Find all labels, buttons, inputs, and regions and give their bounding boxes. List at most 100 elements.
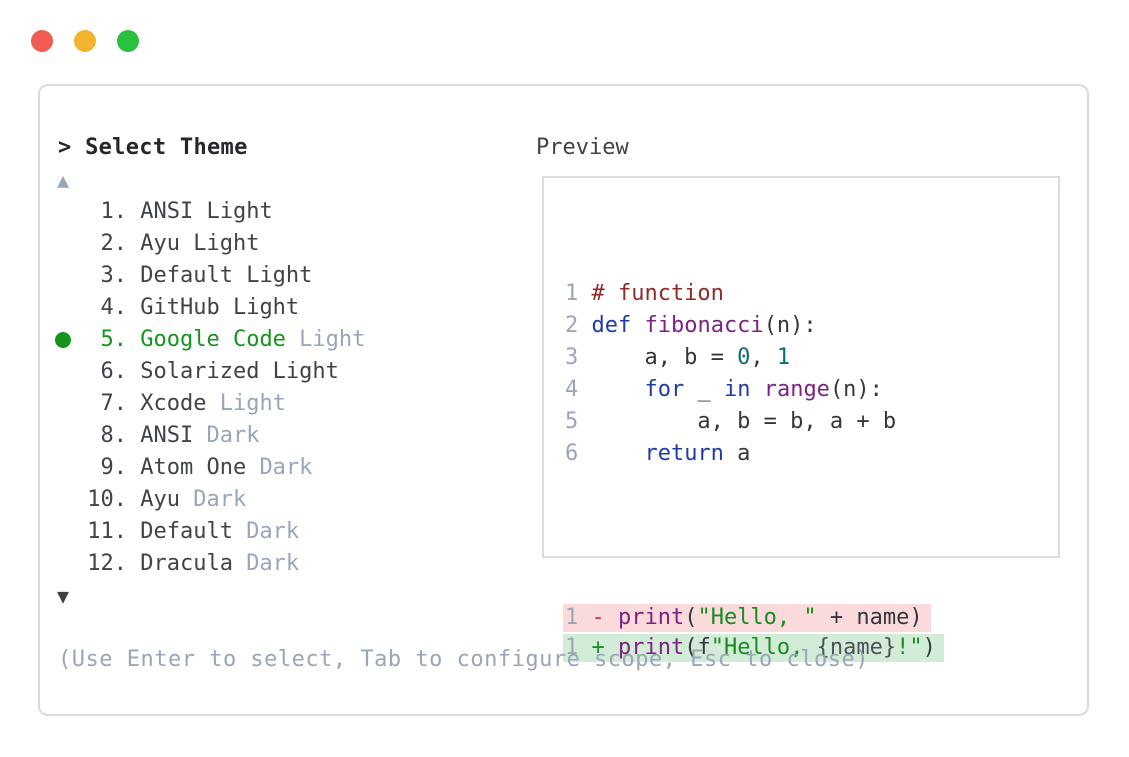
theme-item-name: Default Light [140,263,313,288]
selected-bullet-icon [55,332,71,348]
code-token: # function [591,281,724,306]
theme-item-number: 12. [87,551,127,576]
code-line: 3 a, b = 0, 1 [565,342,944,374]
theme-item-name: GitHub Light [140,295,300,320]
code-blank-line [565,520,944,552]
close-window-icon[interactable] [31,30,53,52]
code-token: - [591,605,618,630]
code-token: + [591,635,618,660]
code-token [750,377,763,402]
theme-item-number: 7. [100,391,128,416]
code-token: 1 [776,345,791,370]
line-number: 3 [565,345,579,370]
code-line: 6 return a [565,438,944,470]
theme-list-item[interactable]: 2.Ayu Light [58,228,365,260]
code-line: 5 a, b = b, a + b [565,406,944,438]
line-number: 6 [565,441,579,466]
theme-item-variant: Light [219,391,286,416]
scroll-down-icon[interactable]: ▼ [57,584,70,608]
code-token: fibonacci [644,313,764,338]
code-token: (n): [763,313,817,338]
preview-box: 1 # function 2 def fibonacci(n): 3 a, b = 0,… [542,176,1060,662]
theme-item-number: 1. [100,199,128,224]
theme-item-number: 4. [100,295,128,320]
code-token: return [644,441,724,466]
code-token: in [723,377,751,402]
theme-item-number: 8. [100,423,128,448]
code-token: !" [896,635,923,660]
code-token: print [617,605,685,630]
theme-item-name: Atom One [140,455,247,480]
minimize-window-icon[interactable] [74,30,96,52]
select-theme-prompt: > Select Theme [58,135,248,160]
theme-list-item[interactable]: 11. Default Dark [58,516,365,548]
code-token: + name) [816,605,923,630]
code-line: 4 for _ in range(n): [565,374,944,406]
theme-list-item[interactable]: 4. GitHub Light [58,292,365,324]
theme-list: 1. ANSI Light 2.Ayu Light 3. Default Light 4.… [55,196,366,580]
code-token: a [723,441,751,466]
code-token: _ [684,377,724,402]
code-line: 1 # function [565,278,944,310]
window-controls [31,30,139,52]
code-token: {name} [816,635,897,660]
code-token: "Hello, " [697,605,817,630]
theme-item-number: 10. [87,487,127,512]
theme-item-name: Dracula [140,551,233,576]
code-token: ) [922,635,936,660]
code-token: print [617,635,685,660]
theme-item-name: Xcode [140,391,207,416]
theme-list-item[interactable]: 12. Dracula Dark [58,548,365,580]
line-number: 4 [565,377,579,402]
code-token: ( [684,605,698,630]
theme-item-variant: Dark [259,455,313,480]
theme-list-item[interactable]: 3. Default Light [58,260,365,292]
preview-code: 1 # function 2 def fibonacci(n): 3 a, b = 0,… [563,228,944,714]
code-token: (f [684,635,711,660]
theme-list-item[interactable]: 9. Atom One Dark [58,452,365,484]
theme-item-number: 5. [100,327,128,352]
theme-item-variant: Dark [206,423,260,448]
code-token: "Hello, [710,635,817,660]
preview-code-lines: 1 # function 2 def fibonacci(n): 3 a, b = 0,… [565,278,944,470]
theme-item-number: 2. [100,231,128,256]
theme-item-variant: Dark [246,519,300,544]
theme-list-item[interactable]: 8. ANSI Dark [58,420,365,452]
theme-item-variant: Light [299,327,366,352]
code-token: range [763,377,830,402]
scroll-up-icon[interactable]: ▲ [57,168,70,192]
diff-line-removed: 1- print("Hello, " + name) [563,604,931,632]
maximize-window-icon[interactable] [117,30,139,52]
line-number: 1 [565,635,579,660]
code-token [591,441,644,466]
line-number: 5 [565,409,579,434]
help-text: (Use Enter to select, Tab to configure s… [58,647,869,672]
code-token: 0 [737,345,751,370]
code-token: a, b = [591,345,738,370]
preview-diff-lines: 1- print("Hello, " + name)1+ print(f"Hel… [563,604,944,662]
theme-list-item[interactable]: 1. ANSI Light [58,196,365,228]
code-token: , [750,345,777,370]
theme-item-name: Default [140,519,233,544]
theme-list-item[interactable]: 7. Xcode Light [58,388,365,420]
theme-item-variant: Dark [246,551,300,576]
code-token: for [644,377,685,402]
code-token: def [591,313,632,338]
line-number: 2 [565,313,579,338]
line-number: 1 [565,281,579,306]
theme-list-item[interactable]: 6.Solarized Light [58,356,365,388]
code-token [591,377,644,402]
theme-item-variant: Dark [193,487,247,512]
line-number: 1 [565,605,579,630]
code-token: a, b = b, a + b [591,409,897,434]
theme-item-number: 11. [87,519,127,544]
theme-item-number: 9. [100,455,128,480]
theme-item-name: ANSI [140,423,194,448]
preview-label: Preview [536,135,629,160]
theme-item-number: 3. [100,263,128,288]
theme-item-name: ANSI Light [140,199,273,224]
theme-item-number: 6. [100,359,128,384]
code-line: 2 def fibonacci(n): [565,310,944,342]
